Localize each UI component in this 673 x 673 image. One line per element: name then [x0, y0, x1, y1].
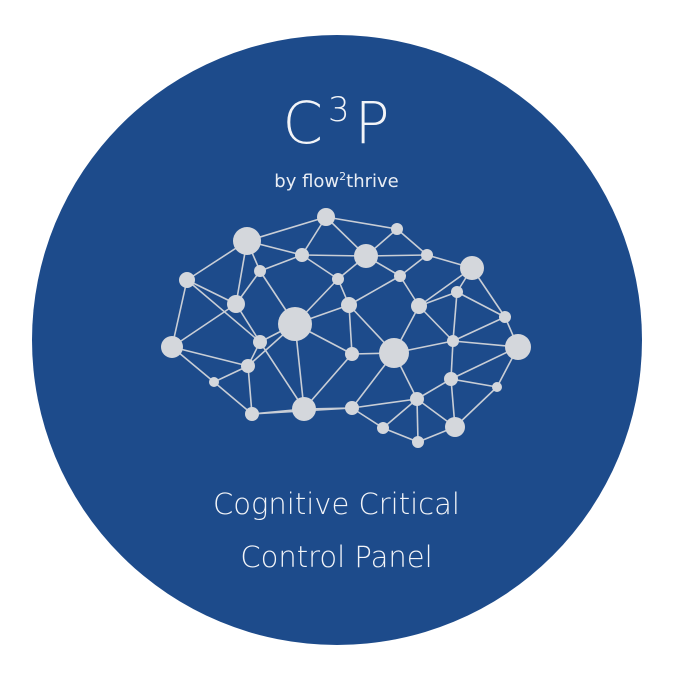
network-node [377, 422, 389, 434]
network-node [451, 286, 463, 298]
network-node [410, 392, 424, 406]
network-edge [382, 398, 418, 429]
network-node [492, 382, 502, 392]
title-letter-c: C [282, 89, 324, 157]
network-edge [186, 279, 261, 343]
network-edge [171, 346, 249, 367]
network-node [345, 347, 359, 361]
network-node [292, 397, 316, 421]
tagline-line-1: Cognitive Critical [213, 487, 460, 521]
network-node [227, 295, 245, 313]
logo-badge-circle [32, 35, 642, 645]
network-edge [259, 254, 303, 272]
network-edge [259, 341, 305, 410]
network-edge [186, 279, 237, 305]
network-node [412, 436, 424, 448]
network-edge [418, 305, 454, 342]
network-edge [396, 228, 428, 256]
network-edge [452, 316, 506, 342]
network-node [411, 298, 427, 314]
network-node [341, 297, 357, 313]
network-node [460, 256, 484, 280]
network-edge [303, 353, 353, 410]
network-node [253, 335, 267, 349]
network-edge [416, 398, 419, 443]
network-node [278, 307, 312, 341]
title-superscript: 3 [327, 90, 351, 130]
logo-byline: by flow2thrive [0, 166, 673, 193]
network-nodes [161, 208, 531, 448]
network-node [394, 270, 406, 282]
network-node [254, 265, 266, 277]
network-node [295, 248, 309, 262]
network-node [499, 311, 511, 323]
network-edge [348, 304, 353, 355]
network-edge [325, 216, 398, 230]
network-edge [452, 291, 458, 342]
network-node [161, 336, 183, 358]
network-node [505, 334, 531, 360]
network-edge [171, 279, 188, 348]
network-node [421, 249, 433, 261]
byline-prefix: by flow [274, 171, 340, 192]
tagline-line-2: Control Panel [240, 540, 433, 574]
network-node [447, 335, 459, 347]
network-node [209, 377, 219, 387]
network-node [354, 244, 378, 268]
network-node [241, 359, 255, 373]
network-node [332, 273, 344, 285]
network-node [245, 407, 259, 421]
network-node [444, 372, 458, 386]
byline-suffix: thrive [346, 171, 399, 192]
network-node [179, 272, 195, 288]
network-node [317, 208, 335, 226]
byline-superscript: 2 [339, 170, 347, 183]
network-edge [382, 427, 419, 443]
network-edge [348, 275, 401, 306]
title-letter-p: P [354, 89, 391, 157]
network-node [445, 417, 465, 437]
network-edge [450, 378, 498, 388]
network-node [391, 223, 403, 235]
network-edge [351, 398, 418, 409]
network-edge [456, 291, 506, 318]
network-node [345, 401, 359, 415]
network-edge [301, 254, 339, 280]
network-node [379, 338, 409, 368]
network-edge [213, 381, 253, 415]
network-edge [247, 365, 253, 415]
network-edges [171, 216, 519, 443]
network-node [233, 227, 261, 255]
network-edge [171, 303, 237, 348]
